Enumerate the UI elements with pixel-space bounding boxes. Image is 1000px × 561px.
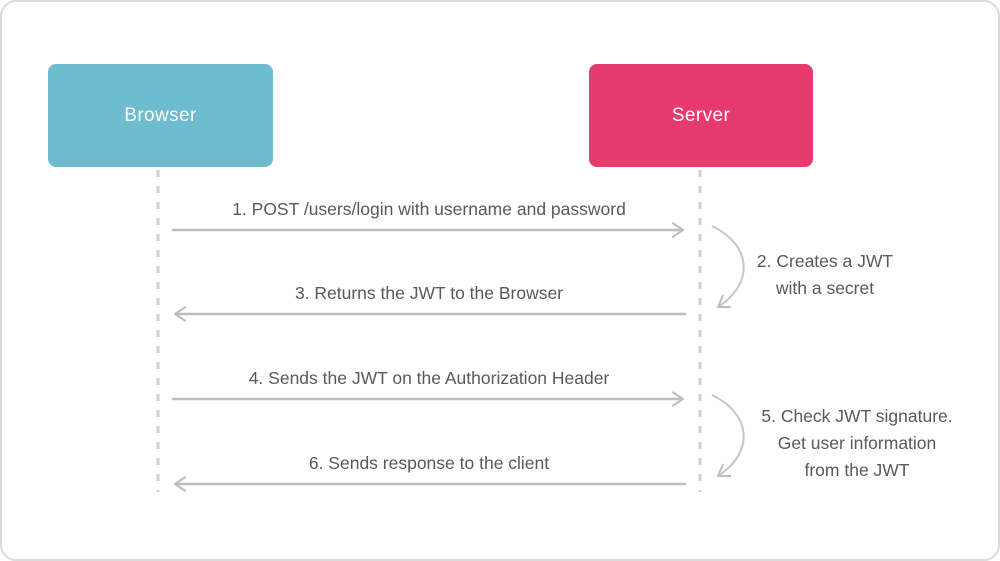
message-label-3: 3. Returns the JWT to the Browser <box>294 283 564 303</box>
self-action-label-2: 2. Creates a JWT with a secret <box>715 248 935 302</box>
message-label-6: 6. Sends response to the client <box>308 453 550 473</box>
message-label-1: 1. POST /users/login with username and p… <box>232 199 626 219</box>
self-arrow-2 <box>711 225 745 309</box>
self-action-5-line-2: Get user information <box>777 433 937 453</box>
server-actor-box: Server <box>589 64 813 167</box>
self-action-2-line-1: 2. Creates a JWT <box>756 251 894 271</box>
message-label-4: 4. Sends the JWT on the Authorization He… <box>248 368 610 388</box>
self-action-5-line-3: from the JWT <box>804 460 910 480</box>
self-action-label-5: 5. Check JWT signature. Get user informa… <box>732 403 982 484</box>
self-action-2-line-2: with a secret <box>775 278 875 298</box>
server-actor-label: Server <box>671 104 731 126</box>
browser-actor-box: Browser <box>48 64 273 167</box>
self-action-5-line-1: 5. Check JWT signature. <box>761 406 953 426</box>
browser-actor-label: Browser <box>124 104 197 126</box>
self-arrow-5 <box>711 394 745 478</box>
